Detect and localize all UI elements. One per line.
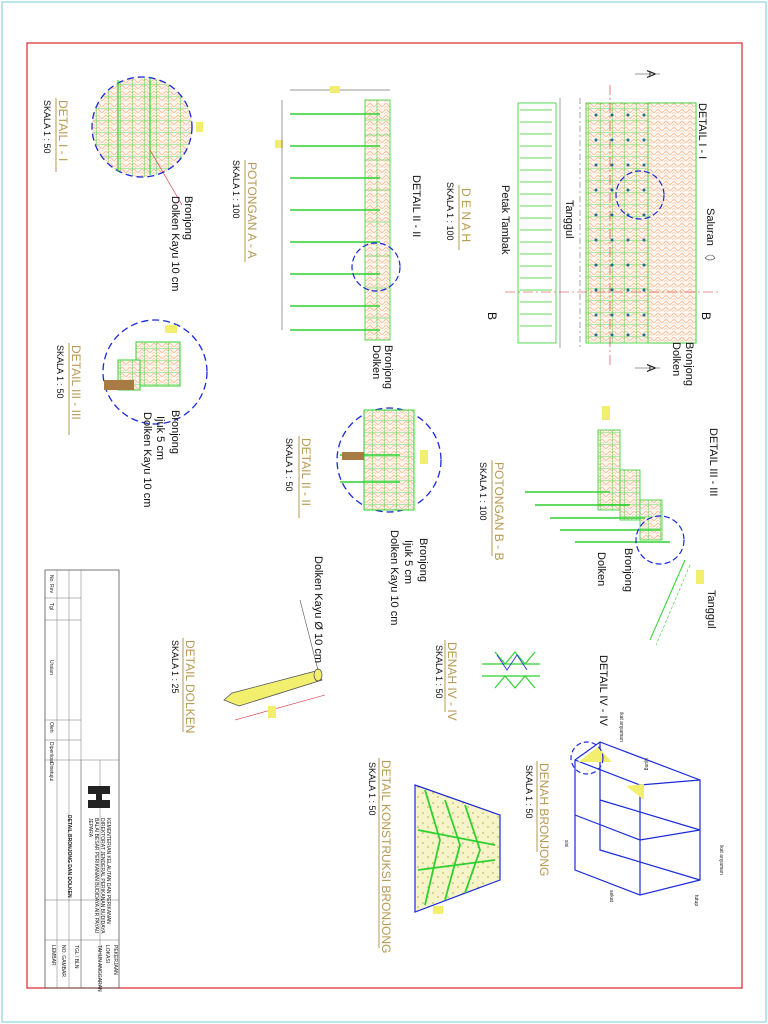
rev-approved-header: Disetujui <box>48 762 54 781</box>
tanggul-label: Tanggul <box>563 200 575 239</box>
potongan-bb-scale: SKALA 1 : 100 <box>478 462 488 521</box>
denah-dolken-label: Dolken <box>670 342 682 376</box>
detail-1-marker <box>615 170 665 220</box>
bb-detail-3-tag: DETAIL III - III <box>707 428 719 496</box>
denah-bronjong-title: DENAH BRONJONG <box>537 763 551 876</box>
drawing-frame <box>26 42 743 989</box>
detail-2-scale: SKALA 1 : 50 <box>284 438 294 492</box>
denah-4-scale: SKALA 1 : 50 <box>434 645 444 699</box>
detail-1-title: DETAIL I - I <box>56 100 70 161</box>
potongan-bb-title: POTONGAN B - B <box>492 462 506 560</box>
project-label: PEKERJAAN <box>112 945 118 975</box>
rev-by-header: Oleh <box>48 722 54 733</box>
detail-2-ijuk-label: Ijuk 5 cm <box>402 540 414 584</box>
detail-dolken-title: DETAIL DOLKEN <box>183 640 197 733</box>
detail-2-title: DETAIL II - II <box>299 438 313 506</box>
ministry-line-4: JEPARA <box>87 818 93 838</box>
aa-dolken-label: Dolken <box>370 345 382 379</box>
potongan-aa: DETAIL II - II Bronjong Dolken POTONGAN … <box>231 86 422 389</box>
detail-1-scale: SKALA 1 : 50 <box>42 100 52 154</box>
detail-2-marker <box>351 242 401 292</box>
title-block: No. Rev Tgl Uraian Oleh Diperiksa Disetu… <box>44 569 120 992</box>
aa-bronjong-label: Bronjong <box>382 345 394 389</box>
detail-1-bronjong-label: Bronjong <box>182 196 194 240</box>
ministry-line-1: KEMENTERIAN KELAUTAN DAN PERIKANAN <box>105 818 111 924</box>
denah-plan: Saluran Tanggul Petak Tambak DETAIL I - … <box>485 70 720 386</box>
section-b-right: B <box>699 312 713 320</box>
date-label: TGL / BLN <box>73 945 79 969</box>
denah-4-title: DENAH IV - IV <box>445 642 459 721</box>
detail-dolken-scale: SKALA 1 : 25 <box>170 640 180 694</box>
detail-3-marker <box>635 515 685 565</box>
dolken-phi-label: Dolken Kayu Ø 10 cm <box>312 556 324 663</box>
rev-desc-header: Uraian <box>48 660 54 675</box>
detail-1-dolken-label: Dolken Kayu 10 cm <box>169 196 181 291</box>
detail-4-marker <box>570 741 604 775</box>
aa-detail-2-tag: DETAIL II - II <box>410 175 422 237</box>
saluran-label: Saluran <box>704 208 716 246</box>
sisi-label: sisi <box>563 840 569 847</box>
denah-scale: SKALA 1 : 100 <box>445 182 455 241</box>
detail-2-drawing: DETAIL II - II SKALA 1 : 50 Bronjong Iju… <box>284 407 442 625</box>
detail-3-dolken-label: Dolken Kayu 10 cm <box>141 412 153 507</box>
detail-konstruksi-title: DETAIL KONSTRUKSI BRONJONG <box>379 760 393 953</box>
detail-3-ijuk-label: Ijuk 5 cm <box>154 416 166 460</box>
location-label: LOKASI <box>104 945 110 963</box>
drawing-no-label: NO. GAMBAR <box>60 945 66 977</box>
bb-tanggul-label: Tanggul <box>705 590 717 629</box>
potongan-bb: DETAIL III - III Bronjong Dolken Tanggul… <box>478 406 719 646</box>
denah-bronjong-label: Bronjong <box>683 342 695 386</box>
dolken-drawing: Dolken Kayu Ø 10 cm DETAIL DOLKEN SKALA … <box>170 556 326 733</box>
denah-bronjong-scale: SKALA 1 : 50 <box>524 765 534 819</box>
ministry-logo <box>88 786 110 808</box>
denah-4-drawing: DENAH IV - IV SKALA 1 : 50 <box>434 640 540 721</box>
detail-konstruksi-scale: SKALA 1 : 50 <box>367 762 377 816</box>
konstruksi-bronjong-drawing: DETAIL KONSTRUKSI BRONJONG SKALA 1 : 50 <box>367 758 501 953</box>
drawing-title: DETAIL BRONJONG DAN DOLKEN <box>66 815 72 898</box>
detail-1-drawing: DETAIL I - I SKALA 1 : 50 Bronjong Dolke… <box>42 76 203 291</box>
potongan-aa-scale: SKALA 1 : 100 <box>231 160 241 219</box>
sekat-label: sekat <box>608 890 614 903</box>
detail-2-bronjong-label: Bronjong <box>417 538 429 582</box>
rev-no-header: No. Rev <box>48 575 54 594</box>
detail-3-bronjong-label: Bronjong <box>169 410 181 454</box>
denah-bronjong-drawing: DETAIL IV - IV ikat anyaman ujung ikat a… <box>524 655 724 906</box>
rev-checked-header: Diperiksa <box>48 742 54 763</box>
bb-dolken-label: Dolken <box>595 552 607 586</box>
ministry-line-3: BALAI BESAR PERIKANAN BUDIDAYA AIR PAYAU <box>93 818 99 934</box>
section-b-left: B <box>485 312 499 320</box>
sheet-label: LEMBAR <box>50 945 56 966</box>
rev-date-header: Tgl <box>48 603 54 610</box>
ikat-anyaman-label-2: ikat anyaman <box>718 845 724 875</box>
denah-title: D E N A H <box>459 188 473 242</box>
detail-3-title: DETAIL III - III <box>69 345 83 420</box>
denah-bronjong-detail-4-tag: DETAIL IV - IV <box>597 655 609 727</box>
potongan-aa-title: POTONGAN A - A <box>245 162 259 258</box>
detail-3-drawing: DETAIL III - III SKALA 1 : 50 Bronjong I… <box>55 319 208 507</box>
denah-detail-1-tag: DETAIL I - I <box>696 103 708 159</box>
ministry-line-2: DIREKTORAT JENDERAL PERIKANAN BUDIDAYA <box>99 818 105 934</box>
denah-title-block: D E N A H SKALA 1 : 100 <box>445 182 473 250</box>
detail-3-scale: SKALA 1 : 50 <box>55 345 65 399</box>
petak-tambak-label: Petak Tambak <box>499 185 511 255</box>
tutup-label: tutup <box>693 895 699 906</box>
ujung-label: ujung <box>643 758 649 770</box>
ikat-anyaman-label-1: ikat anyaman <box>618 712 624 742</box>
detail-2-dolken-label: Dolken Kayu 10 cm <box>388 530 400 625</box>
bb-bronjong-label: Bronjong <box>622 548 634 592</box>
fiscal-year-label: TAHUN ANGGARAN <box>96 945 102 992</box>
